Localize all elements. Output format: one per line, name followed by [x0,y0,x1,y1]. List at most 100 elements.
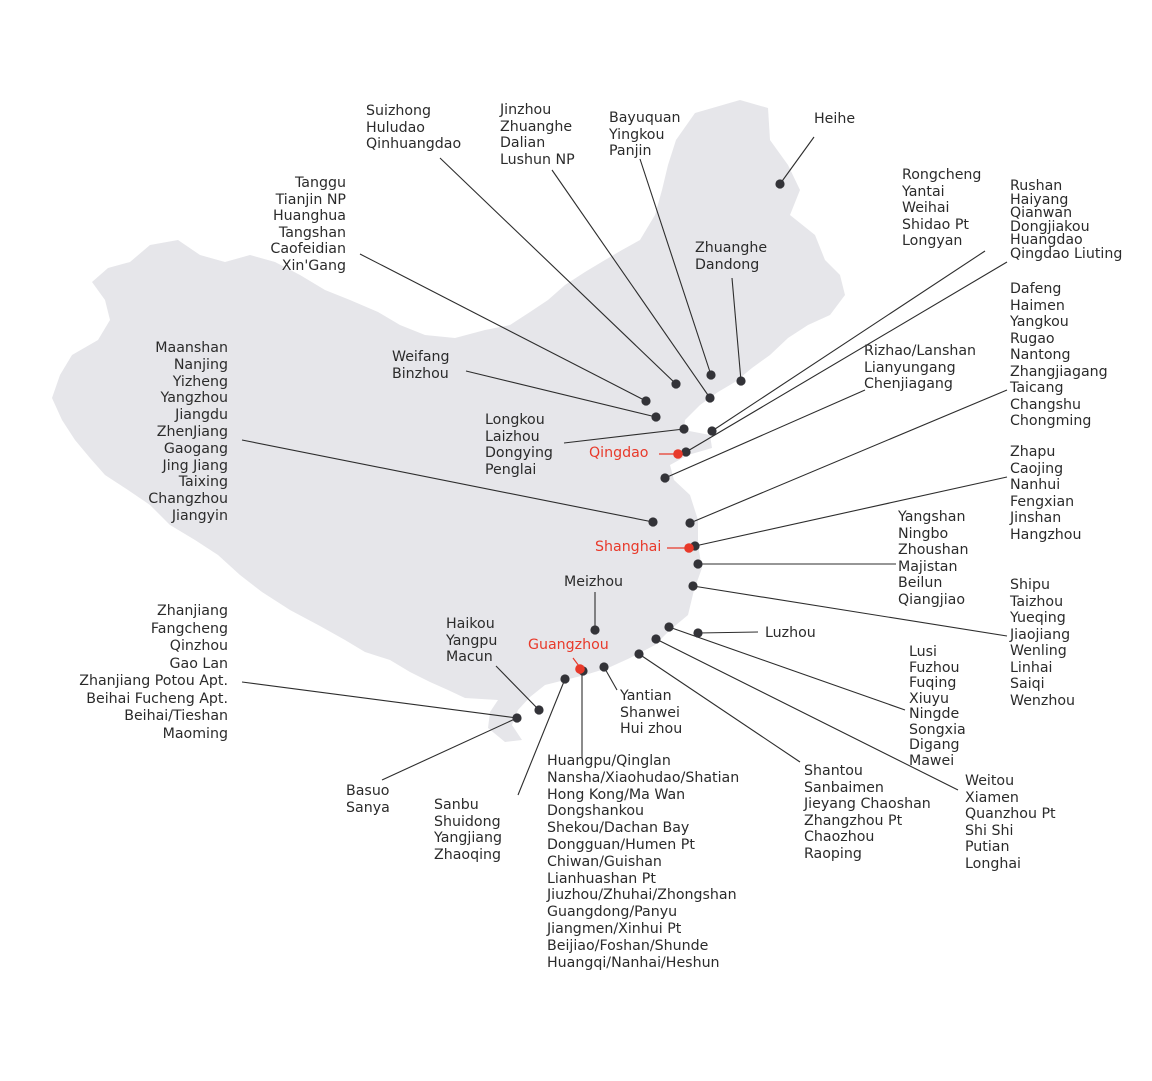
hub-dot-guangzhou[interactable] [575,664,585,674]
leader-rizhao [664,389,866,479]
leader-weifang [465,370,657,418]
port-label-maanshan-10: Jiangyin [171,507,228,524]
hub-label-qingdao: Qingdao [589,445,649,461]
port-label-zhapu-0: Zhapu [1010,444,1056,460]
port-label-zhapu-3: Fengxian [1010,493,1075,510]
port-label-rizhao-0: Rizhao/Lanshan [864,343,977,359]
port-label-dandong-0: Zhuanghe [695,240,768,256]
port-dot-jinzhou[interactable] [705,393,715,403]
port-dot-shantou[interactable] [634,649,644,659]
port-dot-weifang[interactable] [651,412,661,422]
port-dot-suizhong[interactable] [671,379,681,389]
port-label-huangpu-2: Hong Kong/Ma Wan [547,786,686,803]
port-dot-longkou[interactable] [679,424,689,434]
port-label-tanggu-2: Huanghua [272,208,346,224]
port-label-jinzhou-2: Dalian [500,135,546,151]
port-label-huangpu-11: Beijiao/Foshan/Shunde [547,937,709,954]
port-dot-shipu[interactable] [688,581,698,591]
port-dot-zhanjiang[interactable] [512,713,522,723]
port-label-tanggu-4: Caofeidian [270,241,346,257]
leader-tanggu [359,253,647,402]
port-label-shipu-1: Taizhou [1010,593,1064,610]
port-label-weitou-5: Longhai [965,855,1021,872]
port-label-huangpu-9: Guangdong/Panyu [547,904,678,921]
port-label-shipu-2: Yueqing [1010,610,1066,626]
port-label-maanshan-0: Maanshan [155,340,228,356]
port-label-dafeng-3: Rugao [1010,330,1055,347]
port-dot-dafeng[interactable] [685,518,695,528]
port-dot-dandong[interactable] [736,376,746,386]
port-dot-lusi[interactable] [664,622,674,632]
port-label-yantian-0: Yantian [620,688,672,704]
port-dot-rongcheng[interactable] [707,426,717,436]
port-label-maanshan-6: Gaogang [163,440,228,457]
leader-shipu [692,585,1008,637]
port-label-lusi-4: Ningde [909,706,960,722]
port-label-rongcheng-3: Shidao Pt [902,216,969,233]
port-label-haikou-1: Yangpu [446,632,498,649]
port-label-yangshan-5: Qiangjiao [898,591,966,608]
port-dot-weitou[interactable] [651,634,661,644]
leader-basuo [381,717,518,781]
port-label-shantou-1: Sanbaimen [804,779,884,796]
port-label-lusi-7: Mawei [909,752,955,769]
port-label-maanshan-7: Jing Jiang [162,457,228,474]
leader-zhapu [694,476,1008,547]
port-label-shipu-7: Wenzhou [1010,692,1076,709]
port-label-haikou-2: Macun [446,649,493,665]
port-label-zhanjiang-6: Beihai/Tieshan [124,708,228,724]
hub-dot-qingdao[interactable] [673,449,683,459]
port-label-weitou-2: Quanzhou Pt [965,806,1056,822]
port-label-rushan-1: Haiyang [1010,191,1069,208]
leader-bayuquan [639,158,712,376]
leader-suizhong [439,157,677,385]
port-label-jinzhou-1: Zhuanghe [500,118,573,135]
port-label-sanbu-0: Sanbu [434,797,479,813]
port-dot-haikou[interactable] [534,705,544,715]
port-dot-maanshan[interactable] [648,517,658,527]
port-label-shantou-2: Jieyang Chaoshan [804,796,931,812]
port-label-rongcheng-4: Longyan [902,233,963,249]
port-label-lusi-0: Lusi [909,644,937,660]
port-dot-bayuquan[interactable] [706,370,716,380]
port-label-rushan-3: Dongjiakou [1010,218,1090,235]
hub-dot-shanghai[interactable] [684,543,694,553]
port-label-shantou-5: Raoping [804,845,862,862]
port-label-huangpu-6: Chiwan/Guishan [547,853,662,870]
port-label-huangpu-8: Jiuzhou/Zhuhai/Zhongshan [547,887,737,904]
port-label-maanshan-3: Yangzhou [160,390,228,407]
port-dot-sanbu[interactable] [560,674,570,684]
port-label-weitou-1: Xiamen [965,789,1019,806]
port-label-huangpu-7: Lianhuashan Pt [547,870,656,887]
port-dot-luzhou[interactable] [693,628,703,638]
port-dot-rushan[interactable] [681,447,691,457]
port-label-rushan-4: Huangdao [1010,232,1083,248]
port-label-longkou-1: Laizhou [485,428,540,445]
port-label-weifang-0: Weifang [392,349,450,365]
port-label-dafeng-7: Changshu [1010,396,1081,413]
port-label-shipu-3: Jiaojiang [1010,626,1071,643]
leader-lusi [668,626,906,711]
port-label-tanggu-0: Tanggu [294,175,346,191]
port-dot-tanggu[interactable] [641,396,651,406]
port-dot-meizhou[interactable] [590,625,600,635]
port-dot-heihe[interactable] [775,179,785,189]
port-dot-rizhao[interactable] [660,473,670,483]
port-label-yangshan-3: Majistan [898,558,958,575]
port-label-shipu-6: Saiqi [1010,676,1045,692]
port-dot-yantian[interactable] [599,662,609,672]
port-label-lusi-2: Fuqing [909,675,957,691]
port-label-zhanjiang-2: Qinzhou [169,638,228,654]
leader-longkou [563,428,685,444]
port-dot-yangshan[interactable] [693,559,703,569]
